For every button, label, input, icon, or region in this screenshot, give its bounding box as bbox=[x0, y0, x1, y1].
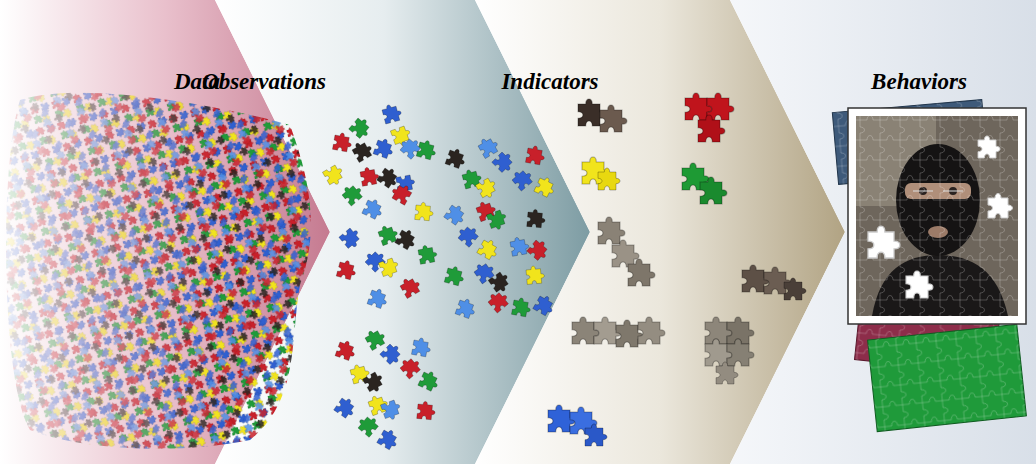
chevron-band: Behaviors bbox=[730, 0, 1036, 464]
stage-title: Indicators bbox=[501, 69, 598, 94]
chevron-band: Indicators bbox=[475, 0, 845, 464]
stage-title: Behaviors bbox=[871, 69, 967, 94]
chevron-fill bbox=[0, 0, 330, 464]
stage-title: Observations bbox=[202, 69, 326, 94]
chevron-fill bbox=[730, 0, 1036, 464]
